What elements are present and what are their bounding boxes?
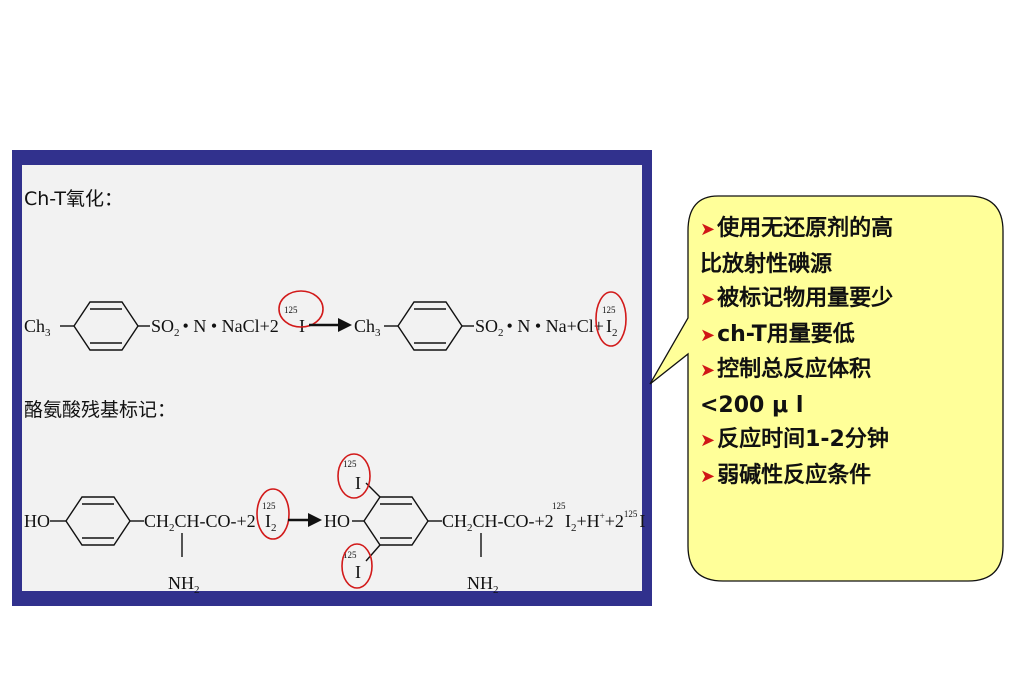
svg-text:125: 125 [343,550,357,560]
callout-item: 比放射性碘源 [700,251,833,277]
svg-text:NH2: NH2 [467,573,499,596]
arrow-icon [308,513,322,527]
arrowhead-bullet-icon: ➤ [700,360,716,381]
iodide-label: I [299,316,305,336]
svg-text:NH2: NH2 [168,573,200,596]
equation-1: Ch3 SO2• N • NaCl+2 125 I Ch3 SO2• N • N… [24,290,627,351]
svg-text:125: 125 [284,305,298,315]
ch3-label: Ch3 [24,316,51,339]
svg-text:Ch3: Ch3 [354,316,381,339]
arrow-icon [338,318,352,332]
callout-item: ➤使用无还原剂的高 [700,216,894,241]
figure-frame: Ch-T氧化： Ch3 SO2• N • NaCl+2 125 I Ch3 [12,150,652,606]
svg-text:CH2CH-CO-+2: CH2CH-CO-+2 [144,511,256,534]
equation-2: HO CH2CH-CO-+2 NH2 125 I2 HO [24,453,645,596]
svg-text:HO: HO [24,511,50,531]
reaction-figure: Ch-T氧化： Ch3 SO2• N • NaCl+2 125 I Ch3 [22,165,645,596]
iodine-label: I2 [606,316,618,339]
callout-item: ➤ch-T用量要低 [700,321,855,347]
product-formula: SO2• N • Na+Cl+ [475,316,604,339]
reagent-formula: SO2• N • NaCl+2 [151,316,279,339]
svg-text:125: 125 [602,305,616,315]
callout-item: <200 μ l [700,392,804,418]
svg-text:125: 125 [262,501,276,511]
svg-text:125: 125 [552,501,566,511]
reaction-diagram: Ch-T氧化： Ch3 SO2• N • NaCl+2 125 I Ch3 [24,188,645,596]
arrowhead-bullet-icon: ➤ [700,219,716,240]
svg-text:125: 125 [343,459,357,469]
highlight-circle [256,488,290,540]
highlight-circle [337,453,371,499]
svg-text:I: I [355,562,361,582]
arrowhead-bullet-icon: ➤ [700,289,716,310]
svg-text:I: I [355,473,361,493]
callout-item: ➤被标记物用量要少 [700,286,894,311]
svg-text:HO: HO [324,511,350,531]
callout-bubble [649,195,1004,582]
arrowhead-bullet-icon: ➤ [700,324,716,346]
section2-title: 酪氨酸残基标记： [24,399,176,421]
svg-text:I2: I2 [265,511,277,534]
section1-title: Ch-T氧化： [24,188,123,210]
callout-item: ➤反应时间1-2分钟 [700,427,889,452]
callout-item: ➤控制总反应体积 [700,357,872,382]
arrowhead-bullet-icon: ➤ [700,465,716,487]
callout-item: ➤弱碱性反应条件 [700,462,872,488]
svg-text:CH2CH-CO-+2: CH2CH-CO-+2 [442,511,554,534]
arrowhead-bullet-icon: ➤ [700,430,716,451]
highlight-circle [278,290,324,328]
highlight-circle [341,543,373,589]
highlight-circle [595,291,627,347]
callout-list: ➤使用无还原剂的高 比放射性碘源 ➤被标记物用量要少 ➤ch-T用量要低 ➤控制… [700,212,990,494]
